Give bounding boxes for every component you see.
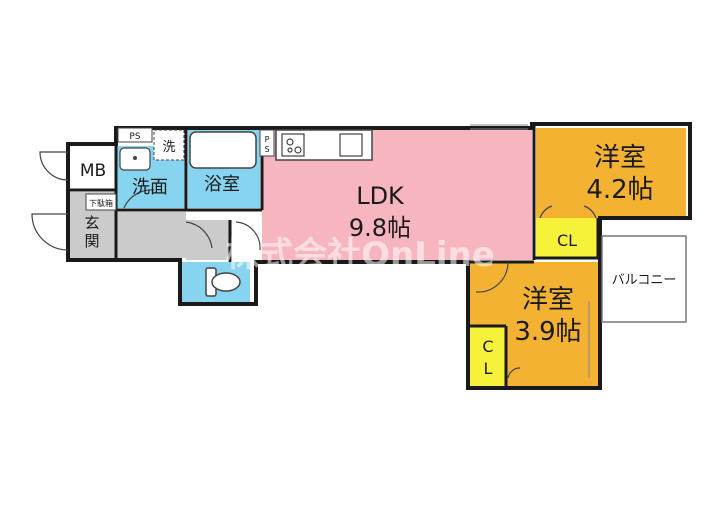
ps-side-label-1: P (265, 135, 270, 144)
entrance-label-1: 玄 (84, 214, 99, 232)
entrance-label-2: 関 (84, 232, 99, 250)
balcony-label: バルコニー (612, 273, 677, 288)
watermark: 株式会社OnLine (225, 235, 495, 275)
mb-fill (70, 146, 116, 190)
ldk-size-label: 9.8帖 (349, 214, 411, 242)
hall-fill (116, 212, 186, 258)
inner-walls (68, 126, 600, 388)
hall-fill-2 (186, 220, 230, 260)
ps-side-label-2: S (264, 145, 269, 154)
bathtub-icon (189, 131, 257, 169)
closet1-label: CL (557, 231, 577, 250)
bath-label: 浴室 (204, 174, 240, 195)
closet2-label-1: C (482, 337, 493, 356)
closet2-label-2: L (484, 359, 493, 378)
closet1-fill (536, 218, 598, 258)
washer-label: 洗 (162, 140, 175, 155)
shoe-box (85, 193, 117, 211)
bedroom1-name-label: 洋室 (594, 143, 646, 173)
ps-box-side (259, 129, 275, 157)
shoe-box-label: 下駄箱 (89, 198, 113, 208)
walls (66, 122, 692, 390)
mb-label: MB (80, 161, 106, 181)
bedroom1-fill (536, 128, 686, 218)
washer-box (153, 129, 185, 161)
windows (470, 124, 590, 378)
closet2-fill (470, 326, 506, 386)
sink-icon (339, 133, 363, 157)
toilet-icon (205, 267, 241, 297)
bedroom2-name-label: 洋室 (522, 285, 574, 315)
ps-box-top (117, 127, 153, 143)
stove-icon (281, 133, 305, 157)
bedroom1-size-label: 4.2帖 (586, 175, 653, 205)
ldk-name-label: LDK (356, 182, 405, 210)
ps-top-label: PS (129, 132, 140, 142)
washroom-label: 洗面 (132, 177, 168, 198)
bedroom2-size-label: 3.9帖 (514, 317, 581, 347)
door-swing-icon (31, 151, 597, 379)
